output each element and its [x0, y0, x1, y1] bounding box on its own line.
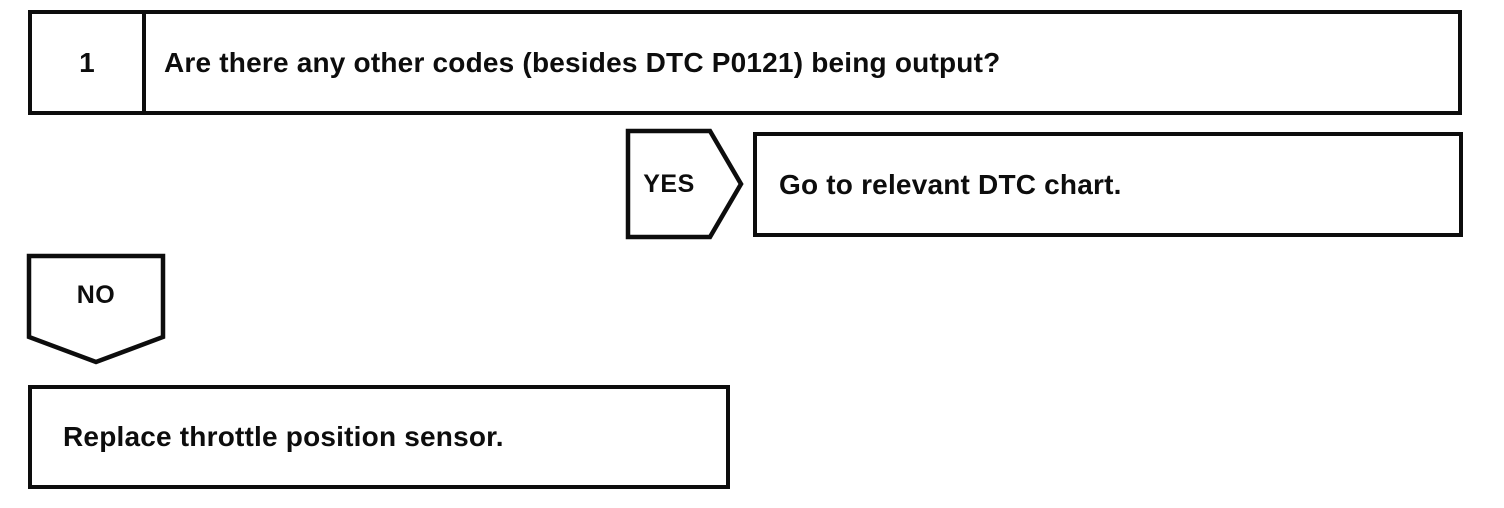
step-number-cell: 1 [32, 14, 146, 111]
no-pentagon-icon [26, 253, 166, 365]
yes-action-box: Go to relevant DTC chart. [753, 132, 1463, 237]
step-question-box: 1 Are there any other codes (besides DTC… [28, 10, 1462, 115]
yes-pentagon-icon [625, 128, 744, 240]
no-label: NO [76, 281, 116, 309]
yes-label: YES [643, 169, 695, 198]
yes-connector: YES [625, 128, 745, 240]
step-question-text: Are there any other codes (besides DTC P… [164, 46, 1001, 78]
no-connector: NO [26, 253, 166, 365]
no-action-box: Replace throttle position sensor. [28, 385, 730, 489]
